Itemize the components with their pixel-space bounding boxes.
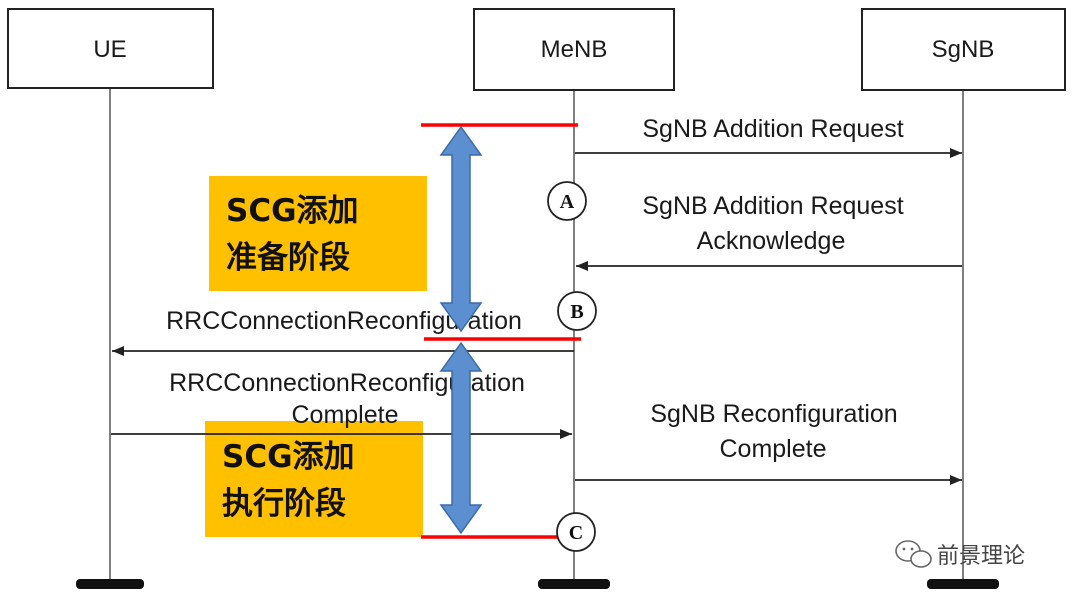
menb-label: MeNB — [541, 36, 608, 63]
msg-rrc-complete-line1: RRCConnectionReconfiguration — [169, 369, 525, 397]
msg-sgnb-reconfig-complete-line1: SgNB Reconfiguration — [650, 400, 897, 428]
wechat-icon — [895, 540, 932, 568]
prep-phase-line1: SCG添加 — [226, 193, 359, 229]
watermark: 前景理论 — [895, 540, 1025, 569]
exec-phase-span-arrow — [439, 341, 483, 535]
marker-c: C — [556, 512, 596, 552]
marker-b-label: B — [570, 301, 583, 323]
sgnb-entity-box: SgNB — [861, 8, 1066, 91]
marker-a: A — [547, 181, 587, 221]
prep-phase-box: SCG添加 准备阶段 — [209, 176, 427, 291]
msg-sgnb-addition-request: SgNB Addition Request — [642, 115, 903, 143]
ue-entity-box: UE — [7, 8, 214, 89]
sgnb-label: SgNB — [932, 36, 995, 63]
menb-entity-box: MeNB — [473, 8, 675, 91]
msg-addition-ack-line1: SgNB Addition Request — [642, 192, 903, 220]
msg-sgnb-reconfig-complete-line2: Complete — [720, 435, 827, 463]
ue-label: UE — [93, 36, 126, 63]
ue-lifeline-end — [76, 579, 144, 589]
prep-phase-span-arrow — [439, 125, 483, 333]
exec-phase-line1: SCG添加 — [222, 439, 355, 475]
marker-a-label: A — [560, 191, 575, 213]
sgnb-lifeline-end — [927, 579, 999, 589]
watermark-text: 前景理论 — [937, 544, 1025, 569]
exec-phase-line2: 执行阶段 — [222, 486, 346, 522]
prep-phase-line2: 准备阶段 — [226, 240, 350, 276]
marker-c-label: C — [569, 522, 583, 544]
menb-lifeline-end — [538, 579, 610, 589]
msg-addition-ack-line2: Acknowledge — [697, 227, 846, 255]
msg-rrc-complete-line2: Complete — [292, 401, 399, 429]
marker-b: B — [557, 291, 597, 331]
exec-phase-box: SCG添加 执行阶段 — [205, 421, 423, 537]
